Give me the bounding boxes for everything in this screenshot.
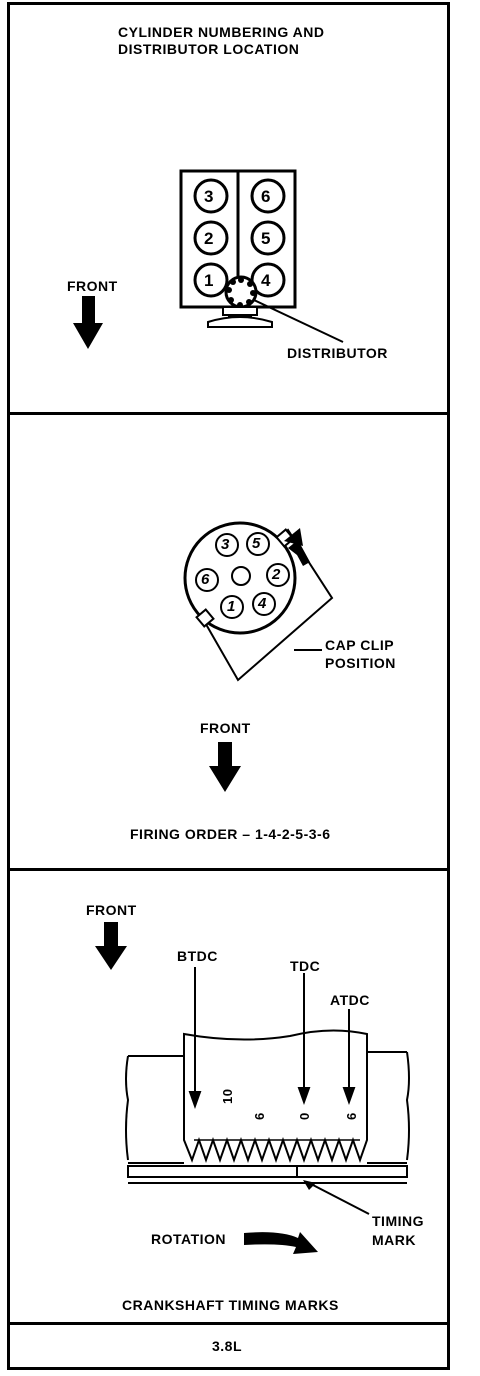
cylinder-number: 1 [204,271,214,290]
panel-divider-3 [7,1322,450,1325]
cap-terminals [195,532,290,619]
firing-order-label: FIRING ORDER – 1-4-2-5-3-6 [130,826,331,842]
timing-mark-leader-line [310,1183,370,1215]
panel-divider-2 [7,868,450,871]
distributor-label: DISTRIBUTOR [287,345,388,361]
tdc-label: TDC [290,958,321,974]
distributor-leader-line [253,299,344,343]
cylinder-number: 5 [261,229,271,248]
panel3-front-label: FRONT [86,902,137,918]
rotation-label: ROTATION [151,1231,227,1247]
cylinder-number: 6 [261,187,271,206]
damper-scale-plate [183,1029,368,1164]
engine-block-outline [125,1051,410,1184]
rotation-arrow-icon [288,540,310,566]
cap-terminal-number: 6 [201,571,210,588]
timing-mark-arrowhead-icon [303,1180,316,1190]
cap-terminal-number: 1 [227,598,236,615]
scale-value: 6 [344,1112,359,1120]
timing-mark-label-line2: MARK [372,1232,416,1248]
btdc-label: BTDC [177,948,218,964]
cylinder-number: 2 [204,229,214,248]
cylinder-number: 3 [204,187,214,206]
cap-terminal-number: 2 [272,566,281,583]
engine-size-label: 3.8L [212,1338,243,1354]
panel3-title: CRANKSHAFT TIMING MARKS [122,1297,339,1313]
cylinder-circles [193,178,286,298]
cap-terminal-number: 5 [252,535,261,552]
cap-terminal-number: 3 [221,536,230,553]
panel1-title-line2: DISTRIBUTOR LOCATION [118,41,300,57]
front-arrow-icon [73,296,103,349]
scale-value: 6 [252,1112,267,1120]
distributor-icon [207,275,273,328]
cap-clip-label-line1: CAP CLIP [325,637,395,653]
panel-divider-1 [7,412,450,415]
front-arrow-icon [95,922,127,970]
timing-mark-label-line1: TIMING [372,1213,424,1229]
cap-clip-icon [195,608,215,628]
panel1-front-label: FRONT [67,278,118,294]
rotation-arrow-icon [244,1232,318,1254]
panel2-front-label: FRONT [200,720,251,736]
diagram-frame [7,2,450,1370]
panel1-title-line1: CYLINDER NUMBERING AND [118,24,325,40]
pointer-arrows [188,967,356,1109]
atdc-label: ATDC [330,992,370,1008]
rotation-arrowhead-icon [284,528,303,546]
cylinder-number: 4 [261,271,271,290]
scale-value: 0 [297,1112,312,1120]
cap-clip-label-line2: POSITION [325,655,396,671]
scale-value: 10 [220,1088,235,1104]
front-arrow-icon [209,742,241,792]
cap-terminal-number: 4 [258,595,267,612]
